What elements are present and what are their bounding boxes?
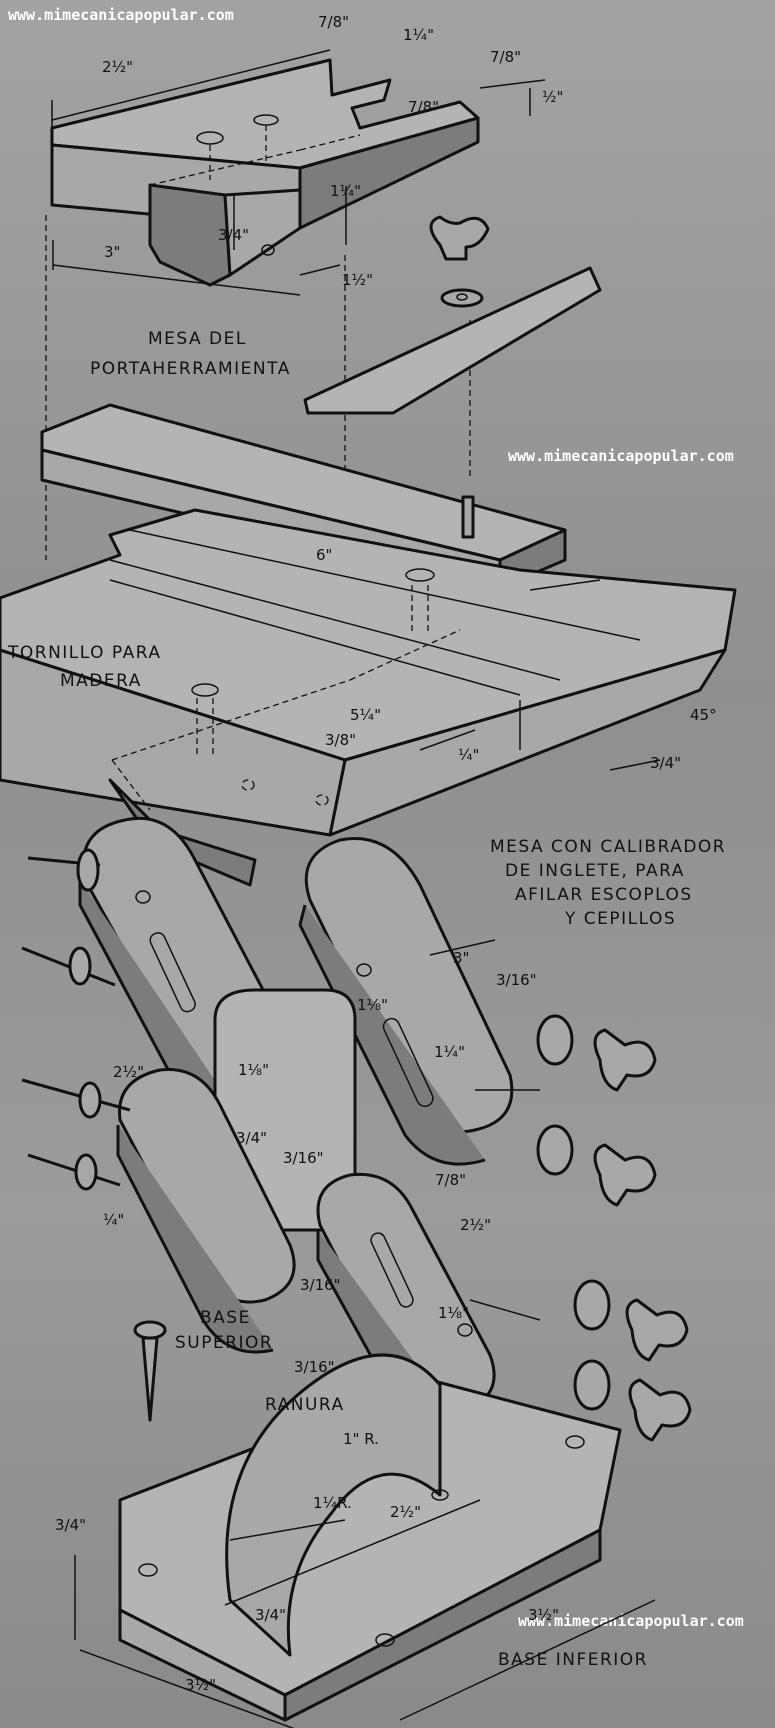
dim-6: 6" [316,546,332,564]
label-mesa-calibrador-4: Y CEPILLOS [564,909,676,929]
label-ranura: RANURA [265,1395,345,1415]
dim-3-4-table: 3/4" [650,754,681,772]
dim-1-1-2: 1½" [342,271,373,289]
wing-nut-icon [429,215,490,480]
label-tornillo-2: MADERA [60,671,142,691]
dim-3-8: 3/8" [325,731,356,749]
dim-3-16-arm: 3/16" [496,971,537,989]
dim-2-1-2-arm: 2½" [113,1063,144,1081]
wing-nuts-right [593,1028,692,1442]
dim-3-16-base: 3/16" [294,1358,335,1376]
tool-rest-table [45,49,546,560]
dim-1-1-4-top: 1¼" [403,26,434,44]
dim-1-1-4-side: 1¼" [330,182,361,200]
label-base-superior-2: SUPERIOR [175,1333,273,1353]
miter-table [0,403,737,887]
watermark-middle: www.mimecanicapopular.com [508,447,734,465]
dim-3-4-block: 3/4" [218,226,249,244]
bolts-left [21,848,131,1191]
dim-1-4-arm: ¼" [103,1211,124,1229]
dim-3-1-2-left: 3½" [185,1676,216,1694]
dim-1-1-8-lower: 1⅛" [438,1304,469,1322]
dim-3-4-base-h: 3/4" [55,1516,86,1534]
dim-2-1-2-top: 2½" [102,58,133,76]
label-mesa-portaherramienta-2: PORTAHERRAMIENTA [90,359,291,379]
dim-7-8-top: 7/8" [318,13,349,31]
miter-gauge-bar [303,266,602,415]
dim-45: 45° [690,706,717,724]
dim-1-1-4-r: 1¼R. [313,1494,352,1512]
dim-3: 3" [104,243,120,261]
wood-screw-icon [461,495,475,539]
label-mesa-calibrador-3: AFILAR ESCOPLOS [515,885,693,905]
washers-right [536,1014,611,1411]
dim-3-arm: 3" [453,949,469,967]
dim-1-1-4-arm: 1¼" [434,1043,465,1061]
dim-3-16-mid: 3/16" [283,1149,324,1167]
label-mesa-calibrador-2: DE INGLETE, PARA [505,861,685,881]
dim-1-2: ½" [542,88,563,106]
dim-1-1-8-arm1: 1⅛" [357,996,388,1014]
label-tornillo-1: TORNILLO PARA [7,643,161,663]
dim-3-4-arm: 3/4" [236,1129,267,1147]
label-mesa-portaherramienta-1: MESA DEL [148,329,247,349]
dim-1-4-table: ¼" [458,746,479,764]
dim-7-8-right: 7/8" [490,48,521,66]
lower-base [74,1353,656,1728]
dim-5-1-4: 5¼" [350,706,381,724]
screw-icon [133,1320,167,1422]
dim-7-8-arm: 7/8" [435,1171,466,1189]
dim-3-16-low: 3/16" [300,1276,341,1294]
dim-1-1-8-arm2: 1⅛" [238,1061,269,1079]
label-base-inferior: BASE INFERIOR [498,1650,648,1670]
label-base-superior-1: BASE [200,1308,251,1328]
dim-1-r: 1" R. [343,1430,379,1448]
dim-3-1-2-right: 3½" [528,1606,559,1624]
dim-7-8-slot: 7/8" [408,98,439,116]
watermark-top: www.mimecanicapopular.com [8,6,234,24]
label-mesa-calibrador-1: MESA CON CALIBRADOR [490,837,726,857]
dim-2-1-2-base: 2½" [390,1503,421,1521]
watermark-bottom: www.mimecanicapopular.com [518,1612,744,1630]
dim-2-1-2-lower: 2½" [460,1216,491,1234]
dim-3-4-base-w: 3/4" [255,1606,286,1624]
